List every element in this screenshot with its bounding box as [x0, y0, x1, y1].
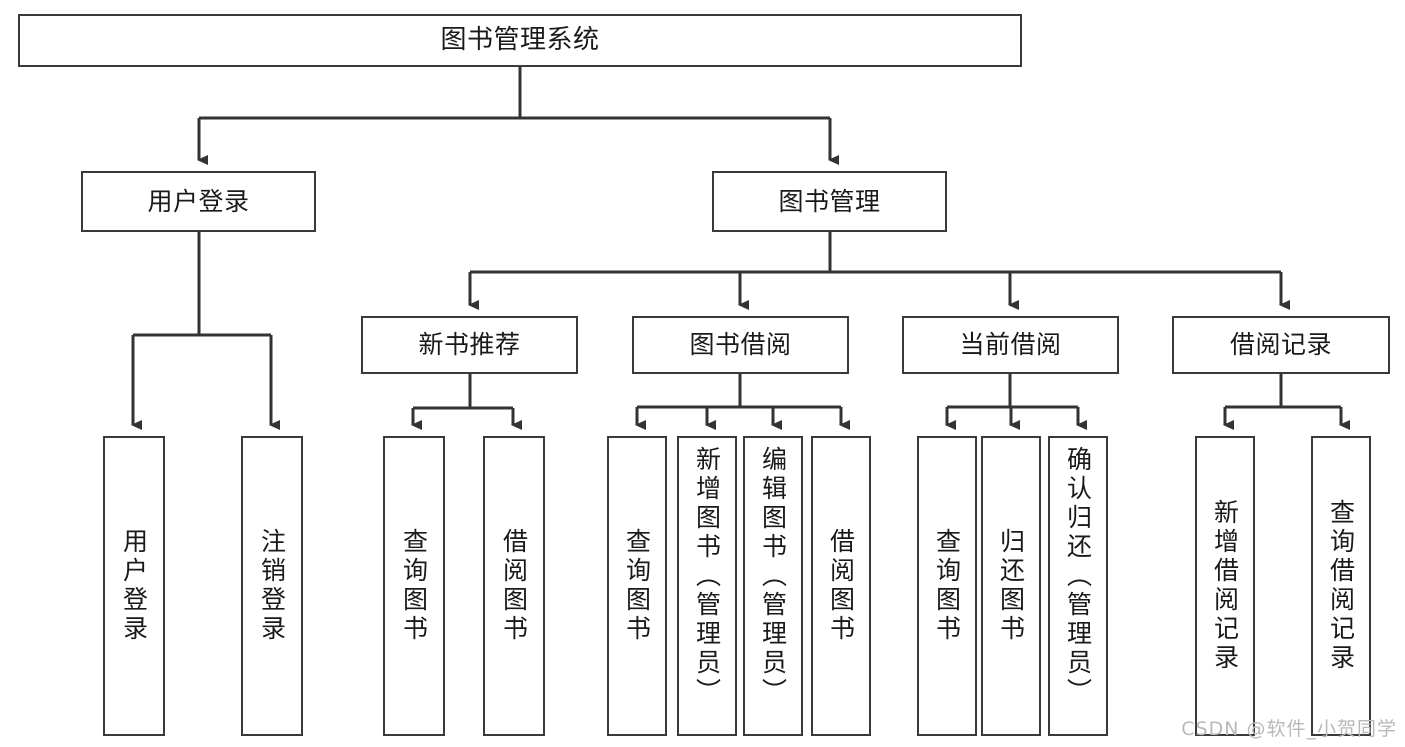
node-label: 注销登录: [257, 528, 287, 644]
node-label: 新书推荐: [418, 330, 521, 359]
node-label: 图书借阅: [689, 330, 792, 359]
node-label: 编辑图书（管理员）: [758, 446, 788, 707]
node-book-management[interactable]: 图书管理: [712, 171, 947, 232]
leaf-query-book-borrow[interactable]: 查询图书: [607, 436, 667, 736]
node-label: 查询图书: [622, 528, 652, 644]
node-label: 查询图书: [399, 528, 429, 644]
leaf-query-book-current[interactable]: 查询图书: [917, 436, 977, 736]
csdn-watermark: CSDN @软件_小贺同学: [1181, 718, 1397, 740]
node-new-book-recommend[interactable]: 新书推荐: [361, 316, 578, 374]
node-label: 图书管理系统: [440, 24, 600, 55]
leaf-query-borrow-record[interactable]: 查询借阅记录: [1311, 436, 1371, 736]
leaf-user-login[interactable]: 用户登录: [103, 436, 165, 736]
leaf-borrow-book[interactable]: 借阅图书: [811, 436, 871, 736]
leaf-confirm-return-admin[interactable]: 确认归还（管理员）: [1048, 436, 1108, 736]
node-label: 确认归还（管理员）: [1063, 446, 1093, 707]
node-label: 图书管理: [778, 186, 881, 216]
node-label: 新增借阅记录: [1210, 499, 1240, 673]
node-label: 归还图书: [996, 528, 1026, 644]
leaf-add-book-admin[interactable]: 新增图书（管理员）: [677, 436, 737, 736]
leaf-add-borrow-record[interactable]: 新增借阅记录: [1195, 436, 1255, 736]
node-label: 借阅记录: [1229, 330, 1332, 359]
node-borrow-record[interactable]: 借阅记录: [1172, 316, 1390, 374]
node-label: 用户登录: [147, 186, 250, 216]
leaf-borrow-book-recommend[interactable]: 借阅图书: [483, 436, 545, 736]
node-label: 新增图书（管理员）: [692, 446, 722, 707]
node-root-book-management-system[interactable]: 图书管理系统: [18, 14, 1022, 67]
node-label: 借阅图书: [499, 528, 529, 644]
node-label: 查询图书: [932, 528, 962, 644]
leaf-query-book-recommend[interactable]: 查询图书: [383, 436, 445, 736]
node-label: 当前借阅: [959, 330, 1062, 359]
node-label: 用户登录: [119, 528, 149, 644]
node-current-borrow[interactable]: 当前借阅: [902, 316, 1119, 374]
node-user-login[interactable]: 用户登录: [81, 171, 316, 232]
leaf-edit-book-admin[interactable]: 编辑图书（管理员）: [743, 436, 803, 736]
node-book-borrow[interactable]: 图书借阅: [632, 316, 849, 374]
leaf-return-book[interactable]: 归还图书: [981, 436, 1041, 736]
node-label: 借阅图书: [826, 528, 856, 644]
leaf-user-logout[interactable]: 注销登录: [241, 436, 303, 736]
node-label: 查询借阅记录: [1326, 499, 1356, 673]
